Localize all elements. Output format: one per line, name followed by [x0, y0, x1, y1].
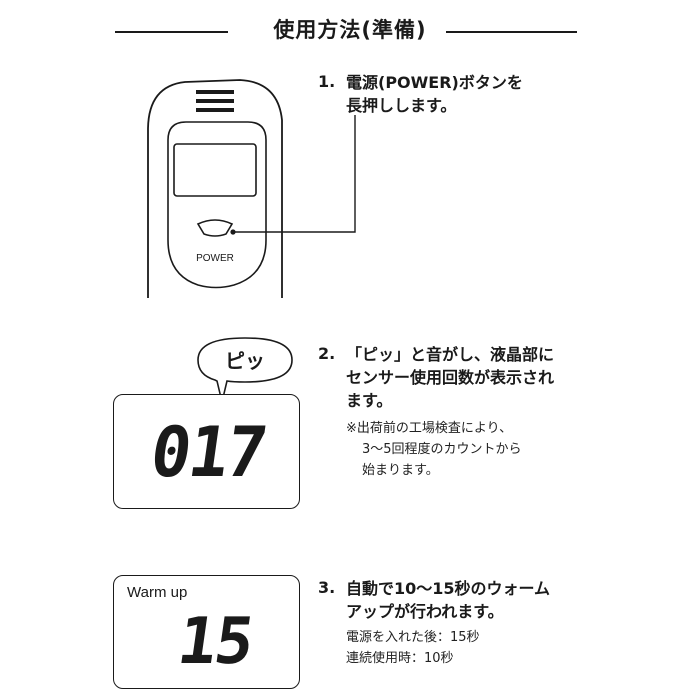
step1-highlight: 長押し [339, 96, 399, 117]
step3-note-line1: 電源を入れた後：15秒 [346, 630, 480, 645]
speech-bubble-text: ピッ [225, 349, 265, 373]
step3-note-line2: 連続使用時：10秒 [346, 651, 454, 666]
device-illustration: POWER [147, 79, 356, 298]
step2-line1: 「ピッ」と音がし、液晶部に [346, 345, 555, 364]
device-power-label: POWER [196, 253, 234, 264]
step3-line1: 自動で10〜15秒のウォーム [346, 579, 551, 598]
step3-number: 3. [318, 578, 336, 597]
lcd-counter-panel [113, 394, 300, 509]
page-title: 使用方法(準備) [273, 18, 427, 42]
step2-note: ※出荷前の工場検査により、 3〜5回程度のカウントから 始まります。 [346, 418, 522, 481]
lcd-counter-value: 017 [145, 412, 271, 493]
lcd-warmup-panel [113, 575, 300, 689]
step1-line1: 電源(POWER)ボタンを [346, 73, 523, 92]
header-rule-left [115, 31, 228, 33]
step3-note: 電源を入れた後：15秒 連続使用時：10秒 [346, 627, 480, 669]
lcd-warmup-value: 15 [173, 605, 257, 679]
step2-note-line2: 3〜5回程度のカウントから [362, 442, 522, 457]
step2-note-line3: 始まります。 [362, 463, 439, 478]
step3-line2: アップが行われます。 [346, 602, 504, 621]
speaker-grille-icon [196, 90, 234, 112]
step1-line2: 長押しします。 [339, 94, 523, 117]
step3-text: 自動で10〜15秒のウォーム アップが行われます。 [346, 577, 550, 623]
step1-text: 電源(POWER)ボタンを 長押しします。 [339, 71, 523, 117]
power-button [196, 219, 234, 237]
step2-note-line1: ※出荷前の工場検査により、 [346, 421, 513, 436]
step2-text: 「ピッ」と音がし、液晶部に センサー使用回数が表示され ます。 [346, 343, 554, 412]
device-screen [173, 143, 257, 197]
step1-line2-rest: します。 [394, 96, 457, 115]
step2-line3: ます。 [346, 391, 393, 410]
step1-number: 1. [318, 72, 336, 91]
speech-bubble [197, 337, 293, 403]
step2-line2: センサー使用回数が表示され [346, 368, 555, 387]
lcd-warmup-label: Warm up [127, 584, 188, 601]
header-rule-right [446, 31, 577, 33]
step2-number: 2. [318, 344, 336, 363]
